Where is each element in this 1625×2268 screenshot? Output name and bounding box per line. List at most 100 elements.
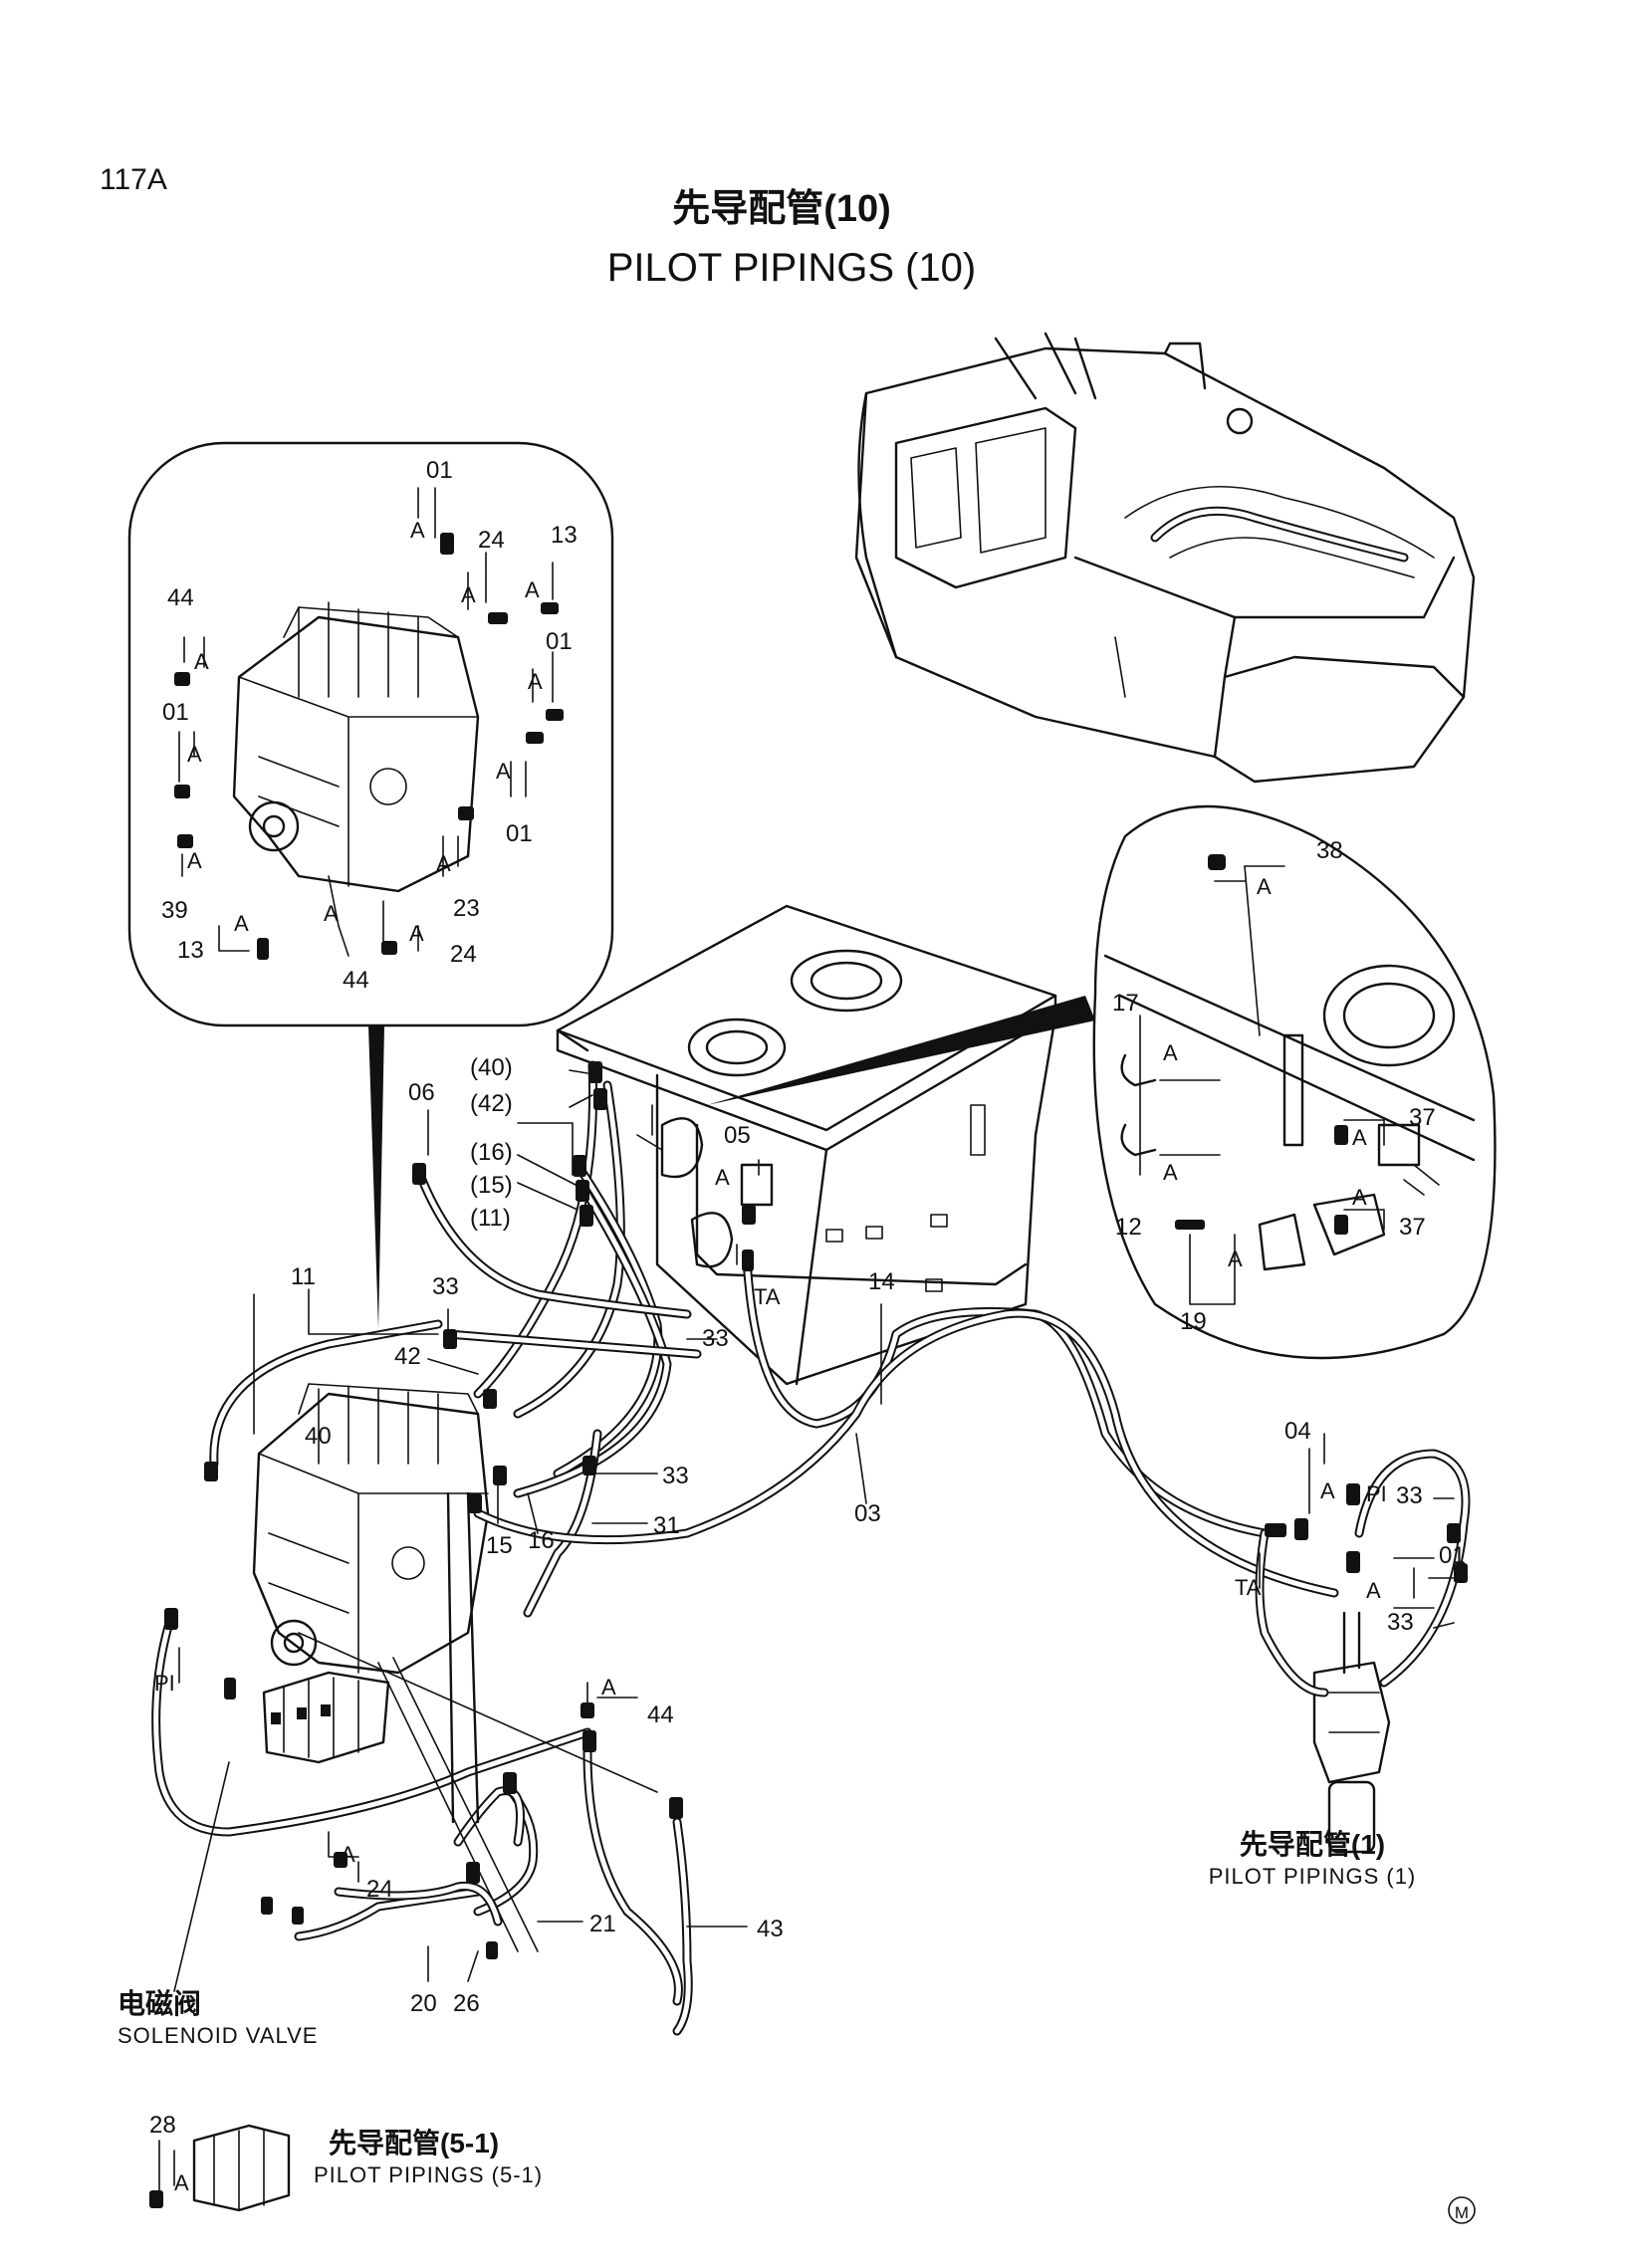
detail-marker: A: [194, 649, 209, 674]
fitting: [177, 834, 193, 848]
detail-marker: A: [234, 911, 249, 936]
circled-m-mark: M: [1448, 2196, 1476, 2224]
callout-pointer: [368, 1025, 384, 1329]
fitting: [742, 1205, 756, 1225]
fitting: [174, 785, 190, 798]
fitting: [742, 1249, 754, 1271]
detail-marker: A: [1163, 1040, 1178, 1065]
part-label: 14: [868, 1268, 895, 1295]
detail-marker: A: [174, 2170, 189, 2195]
part-label: 01: [162, 699, 189, 726]
part-label: (40): [470, 1054, 513, 1081]
page-number: 117A: [100, 163, 167, 196]
part-label: 44: [343, 967, 369, 994]
part-label: 24: [478, 527, 505, 554]
fitting: [669, 1797, 683, 1819]
part-label: 01: [426, 457, 453, 484]
port-label-pi: PI: [1366, 1481, 1387, 1506]
part-label: 40: [305, 1423, 332, 1450]
part-label: (15): [470, 1172, 513, 1199]
fitting: [580, 1702, 594, 1718]
detail-marker: A: [1320, 1478, 1335, 1503]
fitting: [1120, 1123, 1157, 1157]
hose-clamp: [443, 1329, 457, 1349]
detail-marker: A: [436, 851, 451, 876]
fitting: [582, 1730, 596, 1752]
solenoid-valve-label-en: SOLENOID VALVE: [117, 2023, 318, 2048]
part-label: 43: [757, 1916, 784, 1942]
fitting: [334, 1852, 348, 1868]
part-label: 33: [662, 1463, 689, 1489]
part-label: 11: [291, 1263, 316, 1290]
part-label: 20: [410, 1990, 437, 2017]
fitting: [458, 806, 474, 820]
part-label: 38: [1316, 837, 1343, 864]
part-label: 15: [486, 1532, 513, 1559]
detail-marker: A: [496, 759, 511, 784]
fitting: [580, 1205, 593, 1227]
detail-marker: A: [1352, 1125, 1367, 1150]
hydraulic-tank: [556, 904, 1057, 1386]
part-label: 13: [177, 937, 204, 964]
part-label: 19: [1180, 1308, 1207, 1335]
part-label: 03: [854, 1500, 881, 1527]
part-label: 33: [1387, 1609, 1414, 1636]
fitting: [1120, 1053, 1157, 1087]
fitting: [468, 1493, 482, 1513]
part-label: (11): [470, 1205, 511, 1232]
part-label: 12: [1115, 1214, 1142, 1241]
solenoid-valve-label-cn: 电磁阀: [117, 1988, 201, 2019]
fitting: [440, 533, 454, 555]
part-label: 31: [653, 1512, 680, 1539]
excavator-overview: [854, 332, 1476, 784]
fitting: [493, 1466, 507, 1485]
fitting: [1346, 1483, 1360, 1505]
fitting: [1294, 1518, 1308, 1540]
svg-text:M: M: [1455, 2203, 1469, 2222]
detail-marker: A: [187, 742, 202, 767]
fitting: [486, 1941, 498, 1959]
control-valve-detail-callout: [127, 441, 614, 1027]
fitting: [1208, 854, 1226, 870]
leader-lines: [173, 1069, 1455, 1992]
fitting: [174, 672, 190, 686]
part-label: 39: [161, 897, 188, 924]
fitting: [292, 1907, 304, 1925]
fitting: [466, 1862, 480, 1884]
part-label: 37: [1399, 1214, 1426, 1241]
detail-marker: A: [1366, 1578, 1381, 1603]
part-label: 17: [1112, 990, 1139, 1017]
fitting: [224, 1678, 236, 1700]
title-chinese: 先导配管(10): [672, 188, 891, 230]
fitting: [1175, 1220, 1205, 1230]
fitting: [576, 1180, 589, 1202]
part-label: 01: [546, 628, 573, 655]
ref-pilot-pipings-1-en: PILOT PIPINGS (1): [1209, 1864, 1417, 1889]
part-label: 23: [453, 895, 480, 922]
detail-marker: A: [1257, 874, 1272, 899]
part-label: 33: [432, 1273, 459, 1300]
hose-clamp: [1447, 1523, 1461, 1543]
fitting: [526, 732, 544, 744]
fitting: [573, 1155, 586, 1177]
fitting: [1334, 1125, 1348, 1145]
part-label: 33: [1396, 1482, 1423, 1509]
detail-marker: A: [1352, 1185, 1367, 1210]
pilot-filter-assembly: [1312, 1611, 1391, 1854]
part-label: 16: [528, 1527, 555, 1554]
part-label: 44: [167, 584, 194, 611]
tank-detail-callout: [1092, 804, 1497, 1360]
detail-marker: A: [715, 1165, 730, 1190]
solenoid-valve-block: [262, 1671, 390, 1764]
fitting: [1346, 1551, 1360, 1573]
fitting: [588, 1061, 602, 1083]
detail-marker: A: [409, 921, 424, 946]
part-label: 21: [589, 1911, 616, 1937]
control-valve-assembly: [252, 1383, 490, 1675]
fitting: [483, 1389, 497, 1409]
callout-pointer: [707, 996, 1095, 1105]
fitting: [257, 938, 269, 960]
part-label: 26: [453, 1990, 480, 2017]
part-label: 37: [1409, 1104, 1436, 1131]
detail-marker: A: [525, 577, 540, 602]
